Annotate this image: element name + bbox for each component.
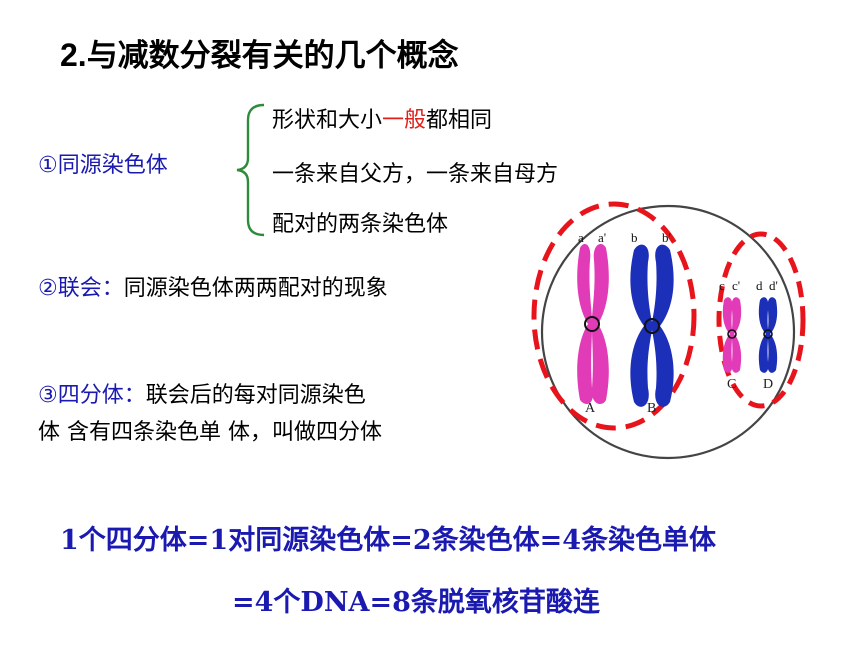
concept-tetrad-desc2: 体 含有四条染色单 体，叫做四分体 — [38, 420, 382, 445]
label-d: d — [756, 278, 763, 293]
label-d-prime: d' — [769, 278, 778, 293]
concept-tetrad-desc1: 联会后的每对同源染色 — [145, 383, 366, 408]
feature-pairing: 配对的两条染色体 — [272, 212, 449, 237]
highlight-general: 一般 — [382, 108, 427, 133]
label-B: B — [647, 401, 656, 416]
label-b-prime: b' — [662, 230, 671, 245]
concept-tetrad-term: ③四分体： — [38, 383, 146, 408]
dashed-pair-cd — [716, 231, 806, 409]
concept-synapsis-desc: 同源染色体两两配对的现象 — [123, 276, 388, 301]
label-c: c — [719, 278, 725, 293]
feature-shape-size: 形状和大小一般都相同 — [272, 108, 493, 133]
chromosome-b — [630, 244, 674, 407]
label-a-prime: a' — [598, 230, 606, 245]
concept-tetrad-line1: ③四分体：联会后的每对同源染色 — [38, 377, 366, 409]
concept-synapsis-term: ②联会： — [38, 276, 124, 301]
chromosome-c — [722, 297, 742, 373]
title-number: 2. — [60, 37, 87, 73]
chromosome-d — [758, 297, 778, 373]
chromosome-a — [577, 244, 609, 404]
label-D: D — [763, 377, 773, 392]
dashed-pair-ab — [531, 201, 697, 431]
label-c-prime: c' — [732, 278, 740, 293]
formula-line1: 1个四分体=1对同源染色体=2条染色体=4条染色单体 — [60, 525, 717, 556]
curly-brace-icon — [236, 103, 265, 237]
tetrad-diagram: a a' b b' c c' d d' A B C D — [531, 201, 806, 460]
cell-outline — [540, 204, 796, 460]
page-title: 2.与减数分裂有关的几个概念 — [60, 30, 459, 75]
label-b: b — [631, 230, 638, 245]
title-text: 与减数分裂有关的几个概念 — [86, 38, 459, 74]
label-C: C — [727, 377, 736, 392]
label-a: a — [578, 230, 584, 245]
feature-origin: 一条来自父方，一条来自母方 — [272, 162, 559, 187]
label-A: A — [585, 401, 596, 416]
concept-homologous-term: ①同源染色体 — [38, 153, 168, 178]
formula-line2: =4个DNA=8条脱氧核苷酸连 — [232, 587, 600, 618]
concept-synapsis: ②联会：同源染色体两两配对的现象 — [38, 270, 388, 302]
